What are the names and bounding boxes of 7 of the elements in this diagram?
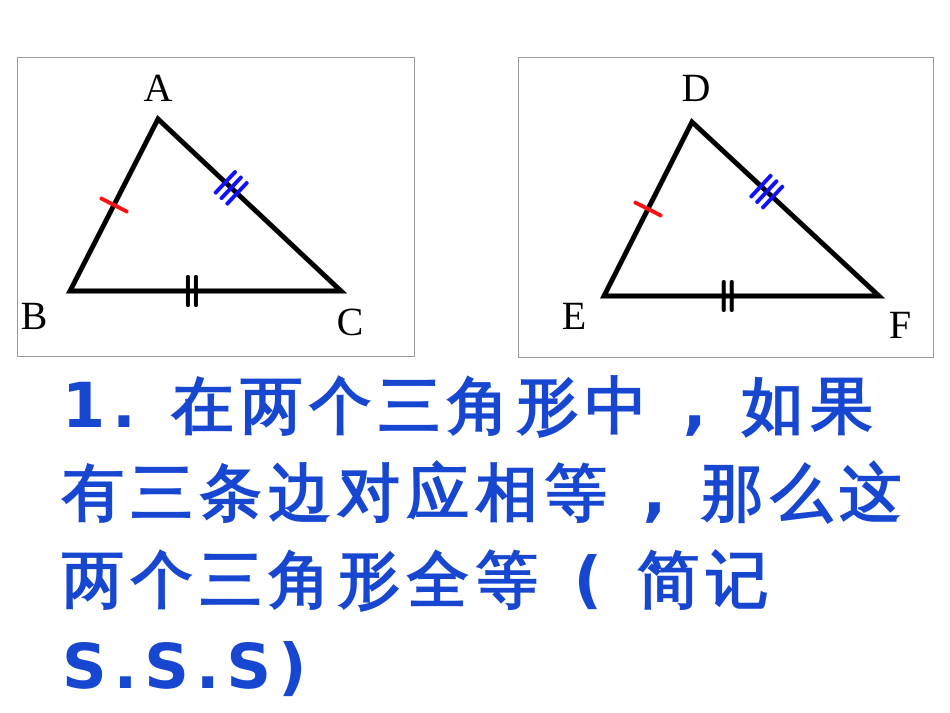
vertex-label: C	[336, 302, 364, 342]
vertex-label: E	[562, 296, 586, 336]
vertex-label: B	[20, 296, 48, 336]
vertex-label: F	[888, 305, 912, 345]
theorem-text: 1. 在两个三角形中 , 如果有三条边对应相等 , 那么这两个三角形全等 ( 简记 S.S.S)	[62, 368, 910, 705]
vertex-label: A	[144, 68, 172, 108]
vertex-label: D	[682, 68, 710, 108]
